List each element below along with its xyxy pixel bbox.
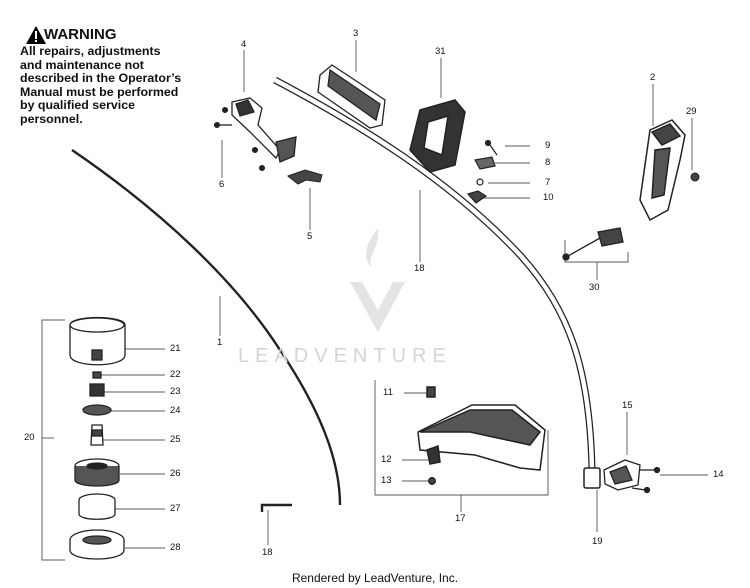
- footer-credit: Rendered by LeadVenture, Inc.: [291, 571, 459, 585]
- watermark-text: LEADVENTURE: [238, 345, 452, 367]
- leadventure-logo-icon: [350, 228, 405, 332]
- part-18-allen-wrench: [260, 503, 292, 512]
- label-part-28: 28: [170, 542, 181, 553]
- part-31-d-handle: [409, 99, 466, 173]
- part-29-nut: [690, 172, 700, 182]
- label-part-13: 13: [381, 475, 392, 486]
- part-4-handle: [213, 97, 297, 172]
- warning-box: WARNING All repairs, adjustments and mai…: [20, 26, 185, 127]
- label-part-11: 11: [383, 387, 393, 398]
- trimmer-head-assembly: [69, 316, 126, 560]
- label-part-10: 10: [543, 192, 554, 203]
- parts-7-10-hardware: [466, 139, 498, 204]
- label-part-2: 2: [650, 72, 656, 83]
- label-part-4: 4: [241, 39, 247, 50]
- label-part-6: 6: [219, 179, 225, 190]
- label-part-5: 5: [307, 231, 313, 242]
- label-part-26: 26: [170, 468, 181, 479]
- part-5-clip: [286, 169, 323, 185]
- part-1-flex-shaft: [71, 149, 342, 506]
- label-part-18-wrench: 18: [262, 547, 273, 558]
- warning-text: All repairs, adjustments and maintenance…: [20, 44, 182, 126]
- leader-lines: [41, 40, 708, 561]
- label-part-3: 3: [353, 28, 359, 39]
- label-part-23: 23: [170, 386, 181, 397]
- label-part-7: 7: [545, 177, 551, 188]
- label-part-31: 31: [435, 46, 446, 57]
- part-15-clamp: [603, 459, 661, 494]
- label-part-18-tube: 18: [414, 263, 425, 274]
- label-part-20: 20: [24, 432, 35, 443]
- label-part-24: 24: [170, 405, 181, 416]
- label-part-27: 27: [170, 503, 181, 514]
- part-2-rear-handle: [639, 119, 686, 222]
- label-part-14: 14: [713, 469, 724, 480]
- label-part-17: 17: [455, 513, 466, 524]
- label-part-15: 15: [622, 400, 633, 411]
- part-3-bracket: [317, 64, 386, 129]
- label-part-1: 1: [217, 337, 223, 348]
- label-part-22: 22: [170, 369, 181, 380]
- label-part-25: 25: [170, 434, 181, 445]
- warning-title: WARNING: [44, 26, 117, 43]
- part-18-tube: [273, 76, 601, 489]
- label-part-9: 9: [545, 140, 551, 151]
- label-part-12: 12: [381, 454, 392, 465]
- label-part-19: 19: [592, 536, 603, 547]
- part-30-bolt-knob: [562, 227, 624, 261]
- part-17-guard: [417, 386, 546, 485]
- label-part-8: 8: [545, 157, 551, 168]
- warning-triangle-icon: [26, 26, 46, 44]
- label-part-21: 21: [170, 343, 181, 354]
- label-part-29: 29: [686, 106, 697, 117]
- label-part-30: 30: [589, 282, 600, 293]
